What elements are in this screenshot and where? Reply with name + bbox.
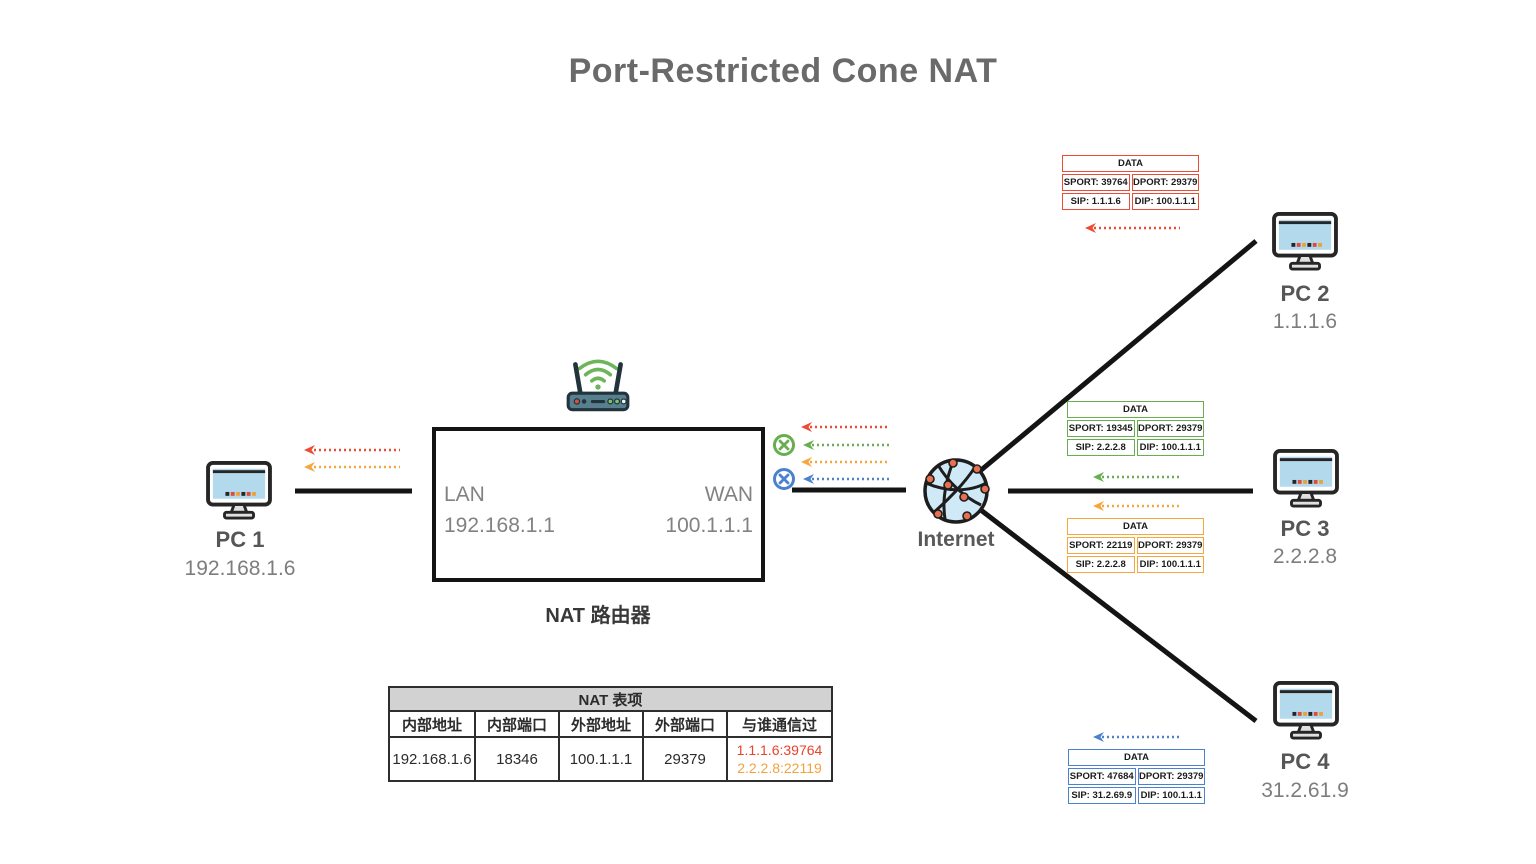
packet-dport: DPORT: 29379 <box>1131 174 1199 191</box>
nat-header-peers: 与谁通信过 <box>726 710 833 738</box>
nat-header-internal-port: 内部端口 <box>474 710 560 738</box>
arrowhead-orange-wan <box>801 457 812 467</box>
arrowhead-orange-pc3 <box>1093 501 1104 511</box>
pc4-ip: 31.2.61.9 <box>1261 779 1349 802</box>
nat-table: NAT 表项 内部地址 内部端口 外部地址 外部端口 与谁通信过 192.168… <box>388 686 833 782</box>
packet-table-green: DATA SPORT: 19345 DPORT: 29379 SIP: 2.2.… <box>1067 401 1204 456</box>
pc3-monitor-icon <box>1272 449 1340 509</box>
packet-data-label: DATA <box>1067 401 1204 418</box>
nat-header-external-ip: 外部地址 <box>558 710 644 738</box>
packet-table-red: DATA SPORT: 39764 DPORT: 29379 SIP: 1.1.… <box>1062 155 1199 210</box>
pc4-name: PC 4 <box>1280 749 1330 774</box>
packet-sip: SIP: 31.2.69.9 <box>1068 787 1136 804</box>
arrowhead-red-pc2 <box>1085 223 1096 233</box>
packet-sip: SIP: 1.1.1.6 <box>1062 193 1130 210</box>
arrows-internet-side <box>1085 223 1180 742</box>
arrows-lan-side <box>304 445 400 472</box>
pc1-ip: 192.168.1.6 <box>184 557 296 580</box>
wifi-router-icon <box>562 350 634 422</box>
pc2-ip: 1.1.1.6 <box>1272 310 1338 333</box>
lan-interface: LAN 192.168.1.1 <box>444 479 555 541</box>
wan-ip: 100.1.1.1 <box>665 514 753 537</box>
packet-dport: DPORT: 29379 <box>1137 768 1205 785</box>
packet-dip: DIP: 100.1.1.1 <box>1136 556 1204 573</box>
nat-cell-peers: 1.1.1.6:39764 2.2.2.8:22119 <box>726 736 833 782</box>
pc1-name: PC 1 <box>215 527 265 552</box>
arrows-wan-side <box>801 422 890 484</box>
arrowhead-blue-pc4 <box>1093 732 1104 742</box>
packet-sip: SIP: 2.2.2.8 <box>1067 556 1135 573</box>
packet-dip: DIP: 100.1.1.1 <box>1131 193 1199 210</box>
packet-dport: DPORT: 29379 <box>1136 537 1204 554</box>
wan-interface: WAN 100.1.1.1 <box>665 479 753 541</box>
lan-ip: 192.168.1.1 <box>444 514 555 537</box>
packet-sport: SPORT: 22119 <box>1067 537 1135 554</box>
nat-peer-red: 1.1.1.6:39764 <box>736 742 823 758</box>
blocked-icon-green <box>773 434 795 456</box>
internet-globe-icon <box>923 458 990 524</box>
nat-cell-internal-port: 18346 <box>474 736 560 782</box>
nat-peer-orange: 2.2.2.8:22119 <box>737 760 822 776</box>
nat-router-caption: NAT 路由器 <box>545 605 651 627</box>
pc2-monitor-icon <box>1271 212 1339 272</box>
packet-sip: SIP: 2.2.2.8 <box>1067 439 1135 456</box>
nat-table-row: 192.168.1.6 18346 100.1.1.1 29379 1.1.1.… <box>388 736 833 782</box>
nat-router-box: LAN 192.168.1.1 WAN 100.1.1.1 <box>432 427 765 582</box>
packet-sport: SPORT: 39764 <box>1062 174 1130 191</box>
pc1-monitor-icon <box>205 461 273 521</box>
nat-cell-internal-ip: 192.168.1.6 <box>388 736 476 782</box>
packet-data-label: DATA <box>1068 749 1205 766</box>
arrowhead-red-wan <box>801 422 812 432</box>
packet-sport: SPORT: 47684 <box>1068 768 1136 785</box>
pc3-name: PC 3 <box>1280 516 1330 541</box>
network-links <box>295 239 1258 723</box>
lan-label: LAN <box>444 483 485 506</box>
nat-table-title: NAT 表项 <box>388 686 833 712</box>
wan-label: WAN <box>704 483 753 506</box>
link-internet-pc2 <box>954 239 1258 493</box>
arrowhead-red-lan <box>304 445 315 455</box>
packet-dport: DPORT: 29379 <box>1136 420 1204 437</box>
blocked-icon-blue <box>773 468 795 490</box>
arrowhead-green-pc3 <box>1093 472 1104 482</box>
packet-table-orange: DATA SPORT: 22119 DPORT: 29379 SIP: 2.2.… <box>1067 518 1204 573</box>
packet-dip: DIP: 100.1.1.1 <box>1136 439 1204 456</box>
packet-data-label: DATA <box>1067 518 1204 535</box>
packet-table-blue: DATA SPORT: 47684 DPORT: 29379 SIP: 31.2… <box>1068 749 1205 804</box>
arrowhead-green-wan <box>803 440 814 450</box>
packet-data-label: DATA <box>1062 155 1199 172</box>
nat-cell-external-port: 29379 <box>642 736 728 782</box>
packet-sport: SPORT: 19345 <box>1067 420 1135 437</box>
link-internet-pc4 <box>954 489 1258 723</box>
internet-label: Internet <box>917 528 995 551</box>
page-title: Port-Restricted Cone NAT <box>568 52 998 90</box>
pc3-ip: 2.2.2.8 <box>1272 545 1338 568</box>
nat-cell-external-ip: 100.1.1.1 <box>558 736 644 782</box>
pc4-monitor-icon <box>1272 681 1340 741</box>
arrowhead-blue-wan <box>803 474 814 484</box>
nat-header-external-port: 外部端口 <box>642 710 728 738</box>
packet-dip: DIP: 100.1.1.1 <box>1137 787 1205 804</box>
arrowhead-orange-lan <box>304 462 315 472</box>
pc2-name: PC 2 <box>1280 281 1330 306</box>
nat-header-internal-ip: 内部地址 <box>388 710 476 738</box>
